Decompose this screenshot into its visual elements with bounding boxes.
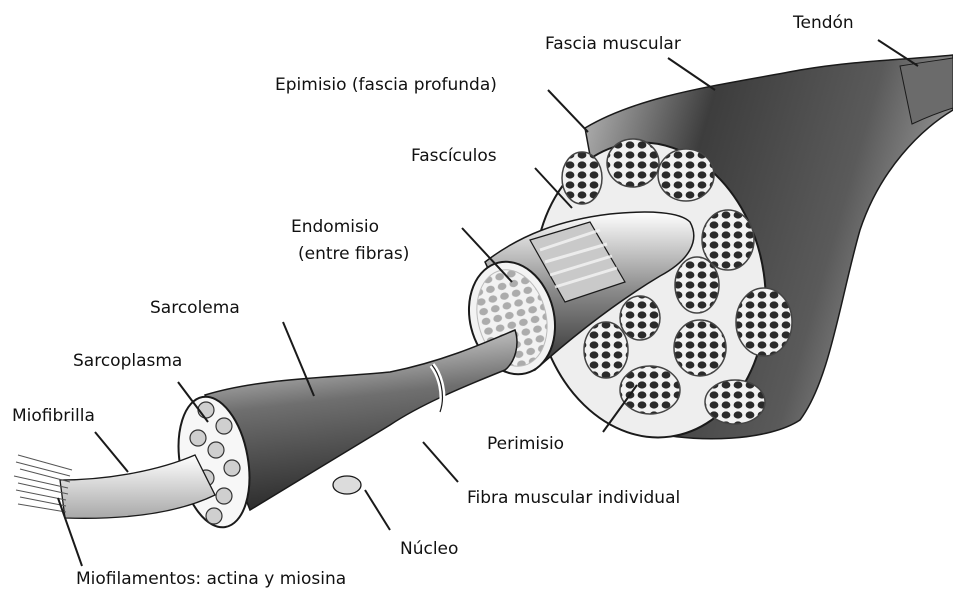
label-perimisio: Perimisio xyxy=(487,433,564,455)
muscle-fiber xyxy=(169,330,517,533)
label-miofilamentos: Miofilamentos: actina y miosina xyxy=(76,568,346,590)
label-nucleo: Núcleo xyxy=(400,538,458,560)
myofibril xyxy=(14,455,215,518)
label-endomisio: Endomisio xyxy=(291,216,379,238)
label-epimisio: Epimisio (fascia profunda) xyxy=(275,74,497,96)
label-miofibrilla: Miofibrilla xyxy=(12,405,95,427)
label-sarcoplasma: Sarcoplasma xyxy=(73,350,182,372)
label-sarcolema: Sarcolema xyxy=(150,297,240,319)
label-endomisio-note: (entre fibras) xyxy=(298,243,409,265)
label-fibra-muscular: Fibra muscular individual xyxy=(467,487,680,509)
label-fasciculos: Fascículos xyxy=(411,145,497,167)
label-fascia-muscular: Fascia muscular xyxy=(545,33,681,55)
label-tendon: Tendón xyxy=(793,12,854,34)
